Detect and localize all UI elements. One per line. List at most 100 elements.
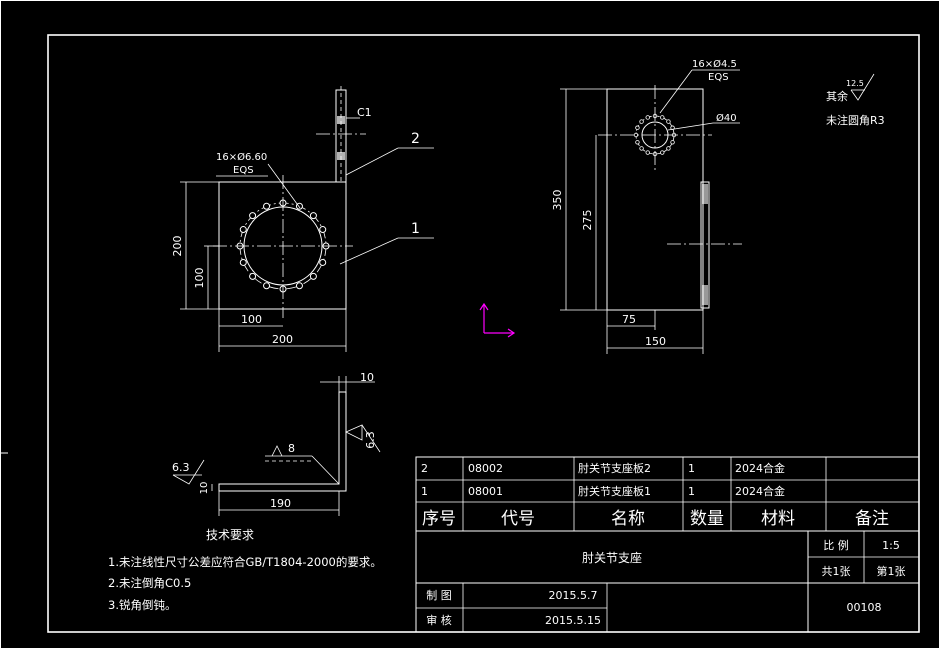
roughness-left: 6.3	[172, 461, 190, 474]
side-dim-width: 150	[645, 335, 666, 348]
balloon-1: 1	[411, 221, 420, 237]
hdr-code: 代号	[501, 509, 535, 529]
weld-leader	[311, 455, 340, 485]
bolt-hole	[319, 258, 327, 266]
roughness-check	[850, 73, 875, 101]
front-hole-spec: 16×Ø6.60	[216, 151, 267, 163]
side-hole-spec: 16×Ø4.5	[692, 58, 737, 70]
side-edge-plate	[700, 181, 710, 309]
drawing-title: 肘关节支座	[582, 550, 642, 565]
bolt-hole	[295, 282, 303, 290]
ucs-y-arrow	[479, 302, 489, 311]
parts-row-code: 08001	[468, 485, 503, 498]
weld-size: 8	[288, 442, 295, 455]
side-bolt-hole	[639, 119, 644, 124]
dim-height: 200	[171, 236, 184, 257]
side-edge-hatch	[702, 285, 708, 305]
side-dim-center: 275	[581, 210, 594, 231]
side-bolt-hole	[635, 140, 640, 145]
note-roughness: 12.5	[846, 79, 864, 88]
side-bolt-hole	[645, 150, 650, 155]
dim-width: 200	[272, 333, 293, 346]
roughness-leg	[361, 424, 381, 453]
bolt-hole	[239, 258, 247, 266]
inner-frame	[47, 34, 920, 633]
side-dim-height: 350	[551, 190, 564, 211]
hdr-remark: 备注	[855, 509, 889, 529]
sheet-number: 第1张	[877, 564, 906, 578]
l-section	[218, 391, 347, 492]
parts-row-qty: 1	[688, 462, 695, 475]
bolt-hole	[263, 202, 271, 210]
edge-hatch	[337, 152, 345, 160]
hdr-no: 序号	[422, 509, 456, 529]
side-bolt-hole	[660, 115, 665, 120]
roughness-right: 6.3	[364, 431, 377, 449]
checked-date: 2015.5.15	[545, 614, 601, 627]
side-bolt-hole	[660, 150, 665, 155]
bolt-hole	[249, 272, 257, 280]
bolt-hole	[309, 212, 317, 220]
parts-row-name: 肘关节支座板1	[578, 484, 651, 498]
balloon-2: 2	[411, 131, 420, 147]
side-bolt-hole	[666, 119, 671, 124]
side-hole-leader	[659, 69, 693, 114]
roughness-symbol-right	[345, 424, 363, 441]
bolt-hole	[239, 226, 247, 234]
hdr-material: 材料	[761, 509, 795, 529]
drawing-number: 00108	[847, 601, 882, 614]
side-eqs: EQS	[708, 72, 729, 83]
tech-requirements: 技术要求 1.未注线性尺寸公差应符合GB/T1804-2000的要求。 2.未注…	[108, 528, 382, 612]
parts-row-no: 2	[421, 462, 428, 475]
weld-symbol	[271, 445, 283, 457]
note-fillet: 未注圆角R3	[826, 113, 885, 127]
checked-label: 审 核	[426, 613, 452, 627]
bolt-hole	[309, 272, 317, 280]
bolt-hole	[319, 226, 327, 234]
bottom-leg: 190	[270, 497, 291, 510]
scale-value: 1:5	[882, 539, 900, 552]
balloon-2-leader	[345, 147, 399, 176]
bolt-hole	[263, 282, 271, 290]
tech-item-2: 2.未注倒角C0.5	[108, 576, 191, 590]
roughness-symbol-left	[172, 459, 205, 485]
scale-label: 比 例	[823, 538, 849, 552]
side-bolt-hole	[670, 140, 675, 145]
tech-item-3: 3.锐角倒钝。	[108, 598, 176, 612]
tech-item-1: 1.未注线性尺寸公差应符合GB/T1804-2000的要求。	[108, 555, 382, 569]
drawn-label: 制 图	[426, 589, 452, 602]
front-eqs: EQS	[233, 165, 254, 176]
general-notes: 其余 12.5 未注圆角R3	[826, 73, 885, 127]
ucs-icon	[479, 302, 516, 338]
drawn-date: 2015.5.7	[549, 589, 598, 602]
parts-row-material: 2024合金	[735, 461, 785, 475]
tech-title: 技术要求	[206, 528, 254, 542]
bottom-small: 10	[199, 482, 210, 495]
side-bolt-hole	[639, 146, 644, 151]
side-view: 16×Ø4.5 EQS Ø40 350 275 75 150	[551, 58, 742, 354]
bottom-view: 10 6.3 6.3 8 190 10	[172, 371, 381, 516]
front-plate	[218, 181, 347, 310]
bottom-thickness: 10	[360, 371, 374, 384]
parts-row-material: 2024合金	[735, 484, 785, 498]
bolt-hole	[249, 212, 257, 220]
hdr-name: 名称	[611, 509, 645, 529]
dim-half-width: 100	[241, 313, 262, 326]
chamfer-label: C1	[357, 106, 372, 119]
front-view: C1 2 1 16×Ø6.60 EQS 200 100 100 200	[171, 86, 434, 352]
parts-row-qty: 1	[688, 485, 695, 498]
edge-hatch	[337, 116, 345, 124]
side-bolt-hole	[635, 125, 640, 130]
note-rest: 其余	[826, 89, 848, 103]
parts-row-code: 08002	[468, 462, 503, 475]
side-bolt-hole	[666, 146, 671, 151]
parts-row-name: 肘关节支座板2	[578, 461, 651, 475]
title-block-border	[415, 456, 920, 633]
side-bore-label: Ø40	[716, 112, 737, 124]
side-bolt-hole	[645, 115, 650, 120]
side-dim-offset: 75	[622, 313, 636, 326]
